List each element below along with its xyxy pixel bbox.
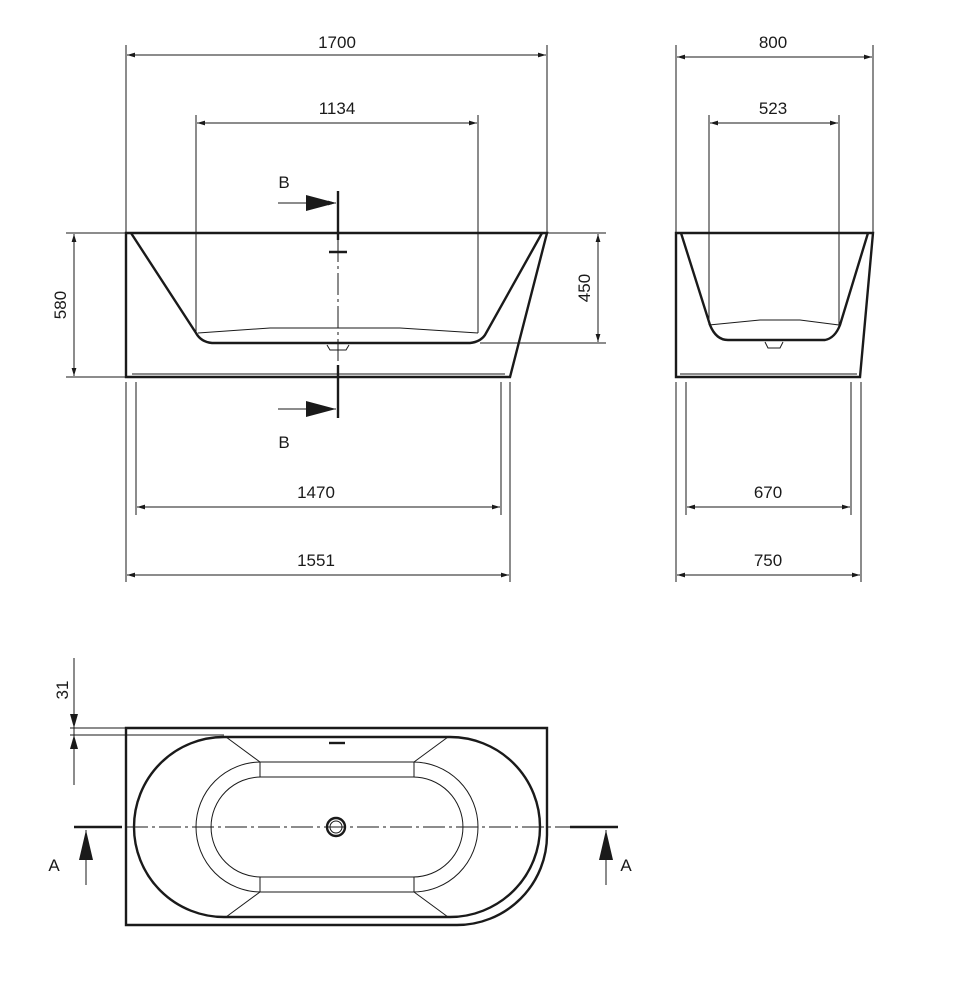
section-b-label-top: B xyxy=(278,173,289,192)
front-inner-basin xyxy=(129,232,544,345)
section-a-label-right: A xyxy=(620,856,632,875)
plan-view: 31 A A xyxy=(48,658,632,927)
side-view: 800 523 670 750 xyxy=(674,33,875,582)
dim-rim-offset: 31 xyxy=(53,681,72,700)
section-a-label-left: A xyxy=(48,856,60,875)
plan-outer-outline xyxy=(124,726,549,927)
dim-overall-width: 800 xyxy=(759,33,787,52)
plan-rim-stadium xyxy=(132,735,542,919)
dim-height: 580 xyxy=(51,291,70,319)
dim-base-inner-width: 670 xyxy=(754,483,782,502)
dim-overall-length: 1700 xyxy=(318,33,356,52)
dim-inner-width: 523 xyxy=(759,99,787,118)
section-b-label-bottom: B xyxy=(278,433,289,452)
front-view: B B 1700 1134 580 450 1470 1551 xyxy=(51,33,606,582)
dim-inner-depth: 450 xyxy=(575,274,594,302)
side-outer-outline xyxy=(674,231,875,379)
dim-inner-length: 1134 xyxy=(319,99,356,118)
side-inner-basin xyxy=(679,232,870,342)
dim-base-width: 750 xyxy=(754,551,782,570)
front-outer-outline xyxy=(124,231,549,379)
dim-base-length: 1551 xyxy=(297,551,335,570)
dim-base-inner-length: 1470 xyxy=(297,483,335,502)
